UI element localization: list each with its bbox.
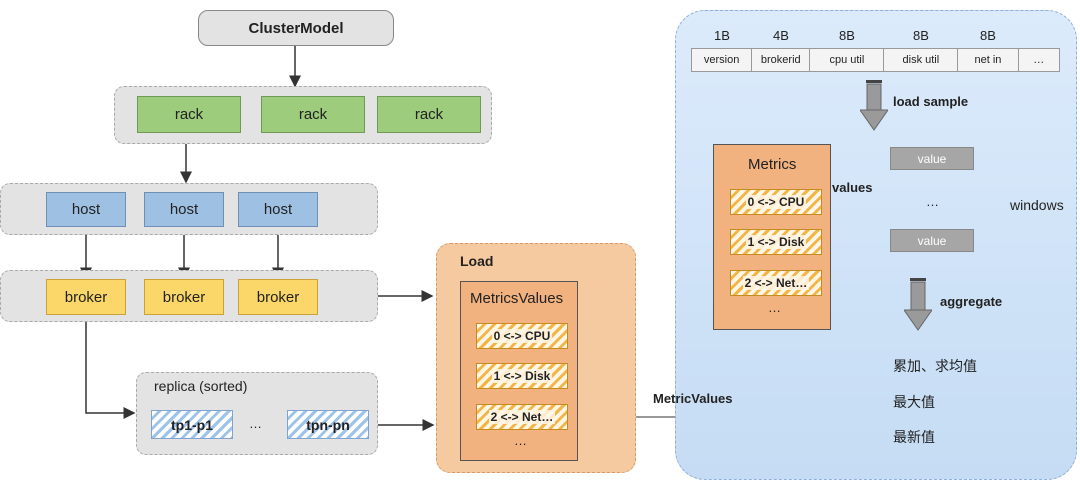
metric-disk: 1 <-> Disk bbox=[730, 229, 822, 255]
load-metric-more: … bbox=[514, 433, 527, 448]
metric-more: … bbox=[768, 300, 781, 315]
replica-last-label: tpn-pn bbox=[306, 416, 350, 433]
values-label: values bbox=[832, 180, 873, 195]
field-disk-util: disk util bbox=[884, 49, 959, 71]
field-more: … bbox=[1033, 54, 1045, 66]
aggregation-sum-avg: 累加、求均值 bbox=[893, 358, 977, 374]
host-node-1: host bbox=[46, 192, 126, 227]
metric-values-label: MetricValues bbox=[653, 391, 733, 406]
broker-label: broker bbox=[162, 288, 206, 306]
size-brokerid: 4B bbox=[773, 27, 789, 43]
window-value-label: value bbox=[917, 151, 947, 166]
replica-title: replica (sorted) bbox=[154, 378, 248, 394]
broker-node-3: broker bbox=[238, 279, 318, 315]
size-net: 8B bbox=[980, 27, 996, 43]
replica-first: tp1-p1 bbox=[151, 410, 233, 439]
host-label: host bbox=[71, 201, 101, 218]
metric-disk-label: 1 <-> Disk bbox=[745, 235, 807, 249]
field-brokerid: brokerid bbox=[752, 49, 811, 71]
load-metric-disk: 1 <-> Disk bbox=[476, 363, 568, 389]
rack-node-3: rack bbox=[377, 96, 481, 133]
rack-label: rack bbox=[414, 106, 444, 123]
window-value-2: value bbox=[890, 229, 974, 252]
metrics-title: Metrics bbox=[748, 156, 797, 173]
host-node-2: host bbox=[144, 192, 224, 227]
windows-label: windows bbox=[1010, 197, 1064, 213]
broker-node-2: broker bbox=[144, 279, 224, 315]
host-label: host bbox=[263, 201, 293, 218]
field-net-in: net in bbox=[958, 49, 1019, 71]
metric-cpu-label: 0 <-> CPU bbox=[745, 195, 807, 209]
field-version: version bbox=[692, 49, 753, 71]
window-ellipsis: … bbox=[926, 194, 939, 209]
cluster-model-node: ClusterModel bbox=[198, 10, 394, 46]
broker-label: broker bbox=[256, 288, 300, 306]
sample-format-row: version brokerid cpu util disk util net … bbox=[691, 48, 1060, 72]
size-disk: 8B bbox=[913, 27, 929, 43]
replica-ellipsis: … bbox=[249, 416, 262, 431]
window-value-1: value bbox=[890, 147, 974, 170]
aggregate-label: aggregate bbox=[940, 294, 1003, 309]
host-label: host bbox=[169, 201, 199, 218]
load-sample-label: load sample bbox=[893, 94, 969, 109]
cluster-model-label: ClusterModel bbox=[248, 19, 344, 37]
broker-node-1: broker bbox=[46, 279, 126, 315]
aggregation-max: 最大值 bbox=[893, 394, 935, 410]
size-version: 1B bbox=[714, 27, 730, 43]
metric-net-label: 2 <-> Net… bbox=[742, 276, 810, 290]
rack-node-1: rack bbox=[137, 96, 241, 133]
aggregation-latest: 最新值 bbox=[893, 429, 935, 445]
load-metric-disk-label: 1 <-> Disk bbox=[491, 369, 553, 383]
replica-last: tpn-pn bbox=[287, 410, 369, 439]
host-node-3: host bbox=[238, 192, 318, 227]
load-title: Load bbox=[460, 253, 494, 269]
load-sample-arrow-icon bbox=[860, 80, 888, 131]
metric-cpu: 0 <-> CPU bbox=[730, 189, 822, 215]
rack-label: rack bbox=[298, 106, 328, 123]
load-metric-net-label: 2 <-> Net… bbox=[488, 410, 556, 424]
broker-label: broker bbox=[64, 288, 108, 306]
metric-net: 2 <-> Net… bbox=[730, 270, 822, 296]
rack-label: rack bbox=[174, 106, 204, 123]
rack-node-2: rack bbox=[261, 96, 365, 133]
aggregate-arrow-icon bbox=[904, 278, 932, 331]
load-metric-cpu: 0 <-> CPU bbox=[476, 323, 568, 349]
window-value-label: value bbox=[917, 233, 947, 248]
metrics-values-title: MetricsValues bbox=[470, 290, 564, 307]
replica-first-label: tp1-p1 bbox=[171, 416, 213, 433]
load-metric-cpu-label: 0 <-> CPU bbox=[491, 329, 553, 343]
field-cpu-util: cpu util bbox=[810, 49, 885, 71]
size-cpu: 8B bbox=[839, 27, 855, 43]
load-metric-net: 2 <-> Net… bbox=[476, 404, 568, 430]
